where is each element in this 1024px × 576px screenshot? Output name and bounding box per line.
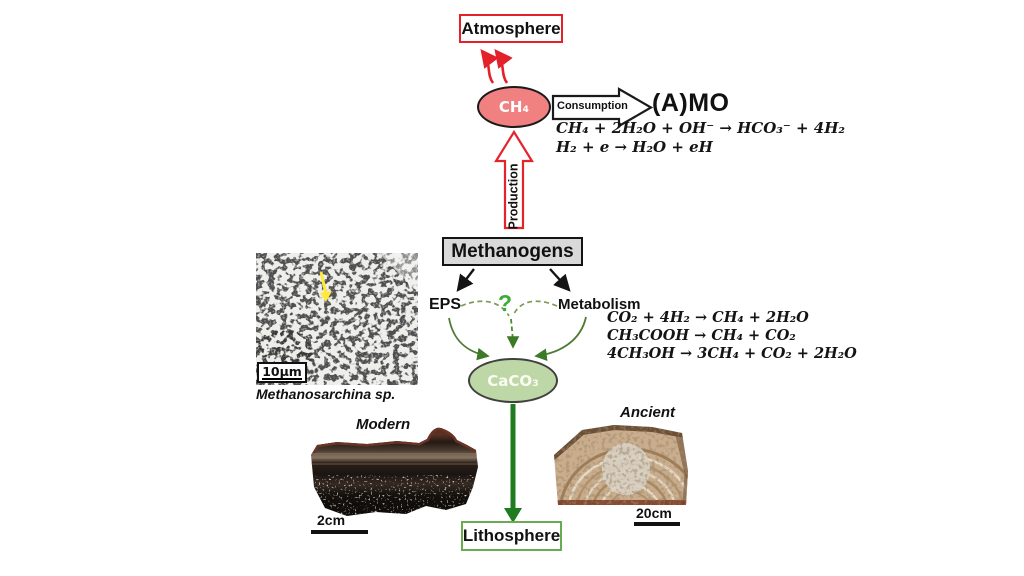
ch4-to-atmosphere-arrow-2: [494, 48, 513, 84]
sem-caption: Methanosarchina sp.: [256, 386, 396, 402]
consumption-equations: CH₄ + 2H₂O + OH⁻ → HCO₃⁻ + 4H₂ H₂ + e → …: [556, 119, 845, 157]
ch4-to-atmosphere-arrow-1: [480, 48, 499, 84]
sem-scale-label: 10μm: [262, 363, 302, 381]
lithosphere-label: Lithosphere: [462, 526, 561, 545]
metabolism-label: Metabolism: [558, 296, 641, 313]
methanogens-node: Methanogens: [442, 237, 583, 266]
methanogens-label: Methanogens: [451, 240, 574, 262]
ancient-stromatolite-image: [552, 423, 690, 507]
metabolism-equation-1: CO₂ + 4H₂ → CH₄ + 2H₂O: [607, 309, 809, 326]
modern-label: Modern: [356, 416, 411, 433]
modern-rock-crust: [311, 427, 478, 457]
question-mark-label: ?: [498, 290, 513, 316]
sem-scale-box: 10μm: [257, 362, 307, 383]
question-to-caco3-dashed-arrow: [506, 318, 520, 349]
production-arrow-label: Production: [506, 163, 521, 230]
ancient-scale-label: 20cm: [636, 505, 672, 521]
caco3-node: CaCO₃: [468, 358, 558, 403]
eps-to-caco3-arrow: [448, 317, 490, 361]
ancient-scale-bar: [634, 522, 680, 526]
modern-scale-bar: [311, 530, 368, 534]
methanogens-to-eps-arrow: [456, 268, 475, 292]
metabolism-equation-2: CH₃COOH → CH₄ + CO₂: [607, 327, 796, 344]
atmosphere-node: Atmosphere: [459, 14, 563, 43]
consumption-equation-1: CH₄ + 2H₂O + OH⁻ → HCO₃⁻ + 4H₂: [556, 119, 845, 137]
sem-yellow-arrow-icon: [319, 271, 332, 302]
metabolism-question-dashed-line: [512, 300, 558, 317]
ch4-node: CH₄: [477, 86, 551, 128]
consumption-equation-2: H₂ + e → H₂O + eH: [556, 138, 713, 156]
ancient-label: Ancient: [620, 404, 676, 421]
amo-label: (A)MO: [652, 89, 730, 117]
modern-scale-label: 2cm: [317, 512, 346, 528]
modern-stromatolite-image: [307, 425, 497, 520]
metabolism-to-caco3-arrow: [534, 316, 587, 361]
ch4-label: CH₄: [498, 98, 530, 116]
eps-label: EPS: [429, 296, 462, 313]
methanogens-to-metabolism-arrow: [549, 268, 571, 292]
metabolism-equations: CO₂ + 4H₂ → CH₄ + 2H₂O CH₃COOH → CH₄ + C…: [607, 309, 857, 363]
ancient-rock-texture: [554, 425, 688, 505]
consumption-arrow-label: Consumption: [557, 100, 628, 112]
atmosphere-label: Atmosphere: [461, 18, 561, 38]
lithosphere-node: Lithosphere: [461, 521, 562, 551]
metabolism-equation-3: 4CH₃OH → 3CH₄ + CO₂ + 2H₂O: [607, 345, 857, 362]
caco3-label: CaCO₃: [487, 371, 539, 390]
